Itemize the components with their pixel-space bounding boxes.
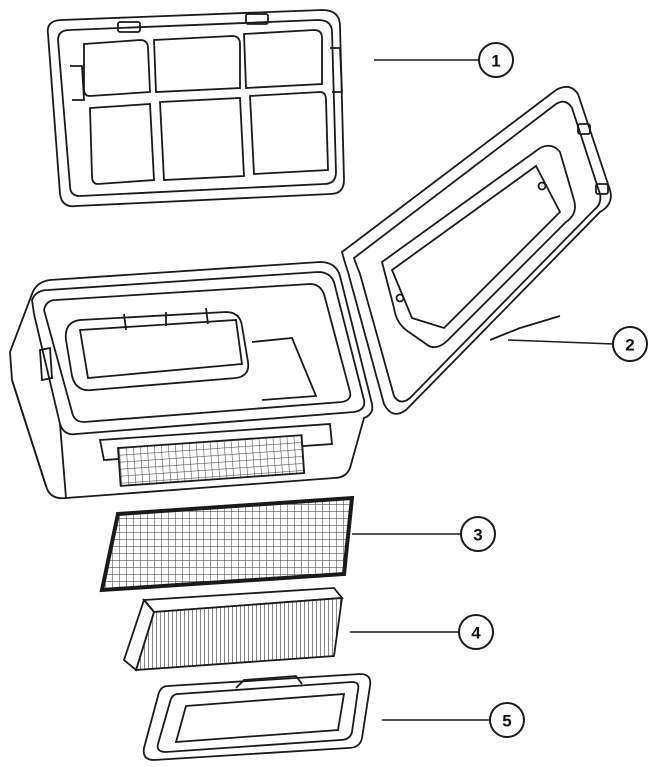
filter-frame (142, 673, 372, 761)
filter-screen (99, 495, 355, 593)
callout-number: 5 (502, 712, 511, 731)
dustbin-body (9, 261, 374, 500)
callout-4: 4 (458, 614, 494, 650)
callout-number: 4 (471, 624, 481, 643)
callout-number: 2 (625, 336, 634, 355)
callout-number: 1 (491, 52, 500, 71)
callout-5: 5 (489, 702, 525, 738)
callout-2: 2 (612, 326, 648, 362)
leader-lines (350, 59, 615, 721)
callout-number: 3 (473, 526, 482, 545)
outer-mesh-filter (46, 9, 345, 208)
hepa-filter (122, 587, 344, 672)
dustbin-lid (340, 85, 612, 415)
leader-line-2 (507, 339, 615, 345)
callout-1: 1 (478, 42, 514, 78)
callout-3: 3 (460, 516, 496, 552)
